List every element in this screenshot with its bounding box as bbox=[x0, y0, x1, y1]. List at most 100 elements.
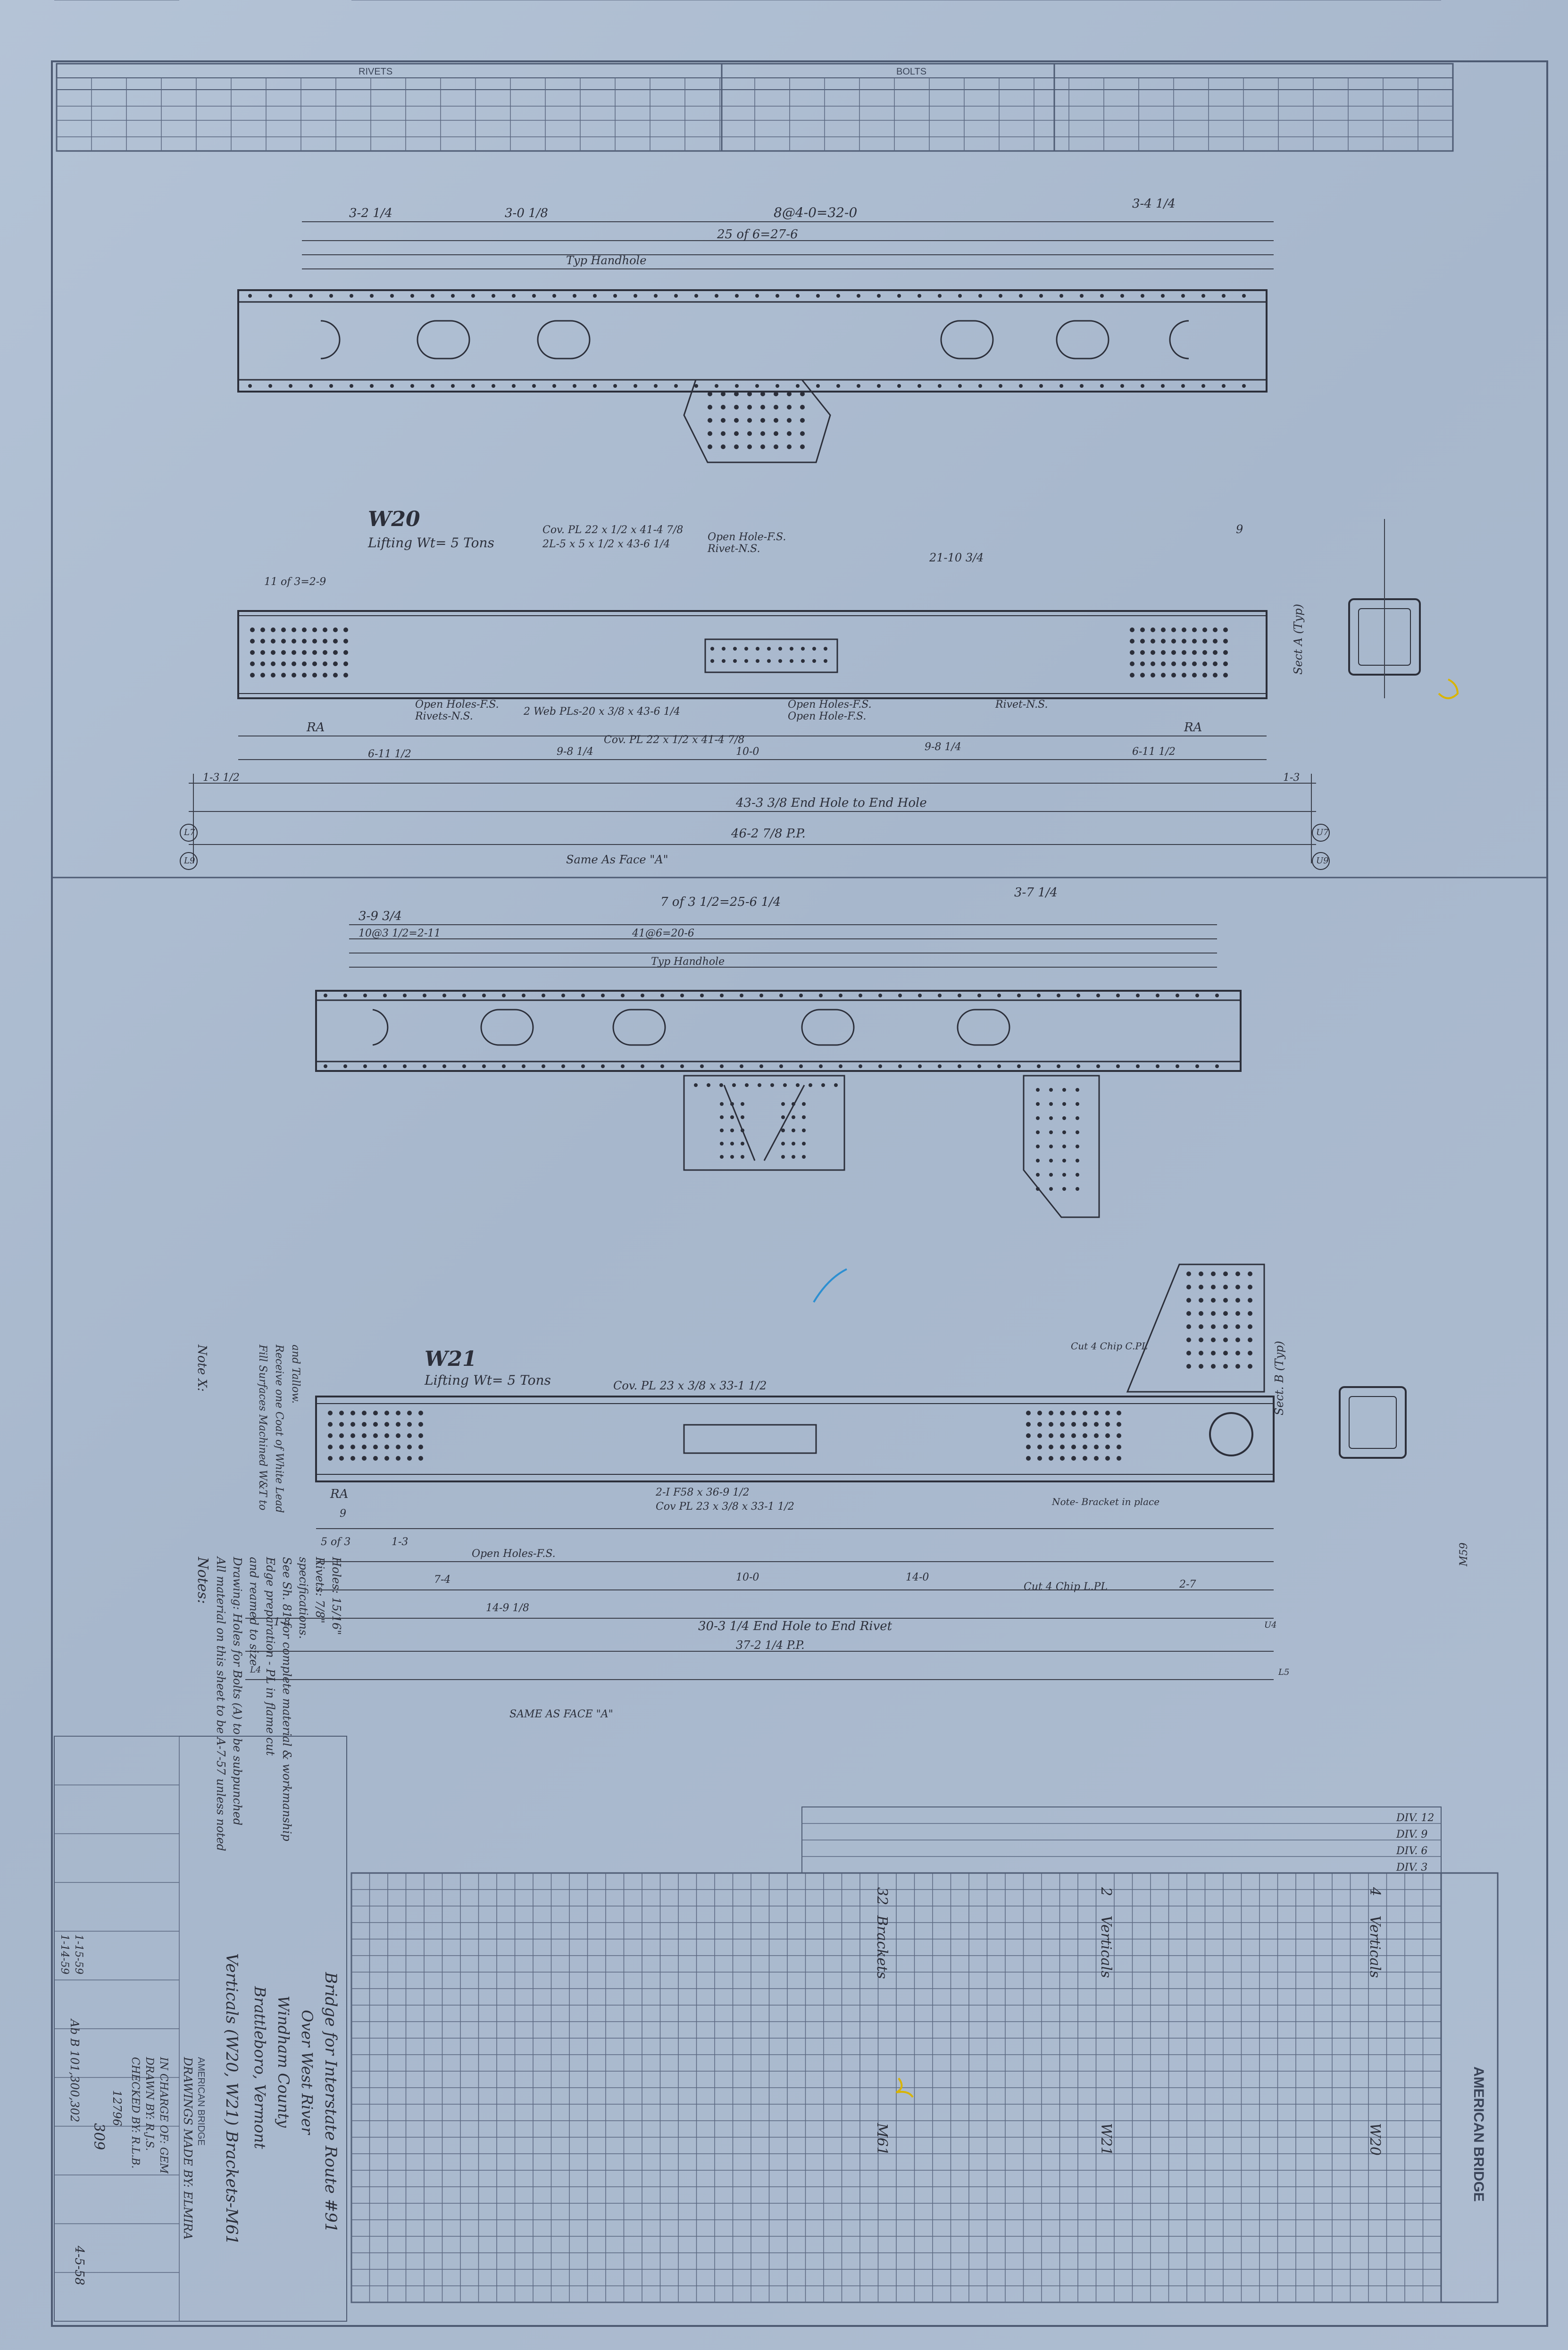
rivet-dot bbox=[370, 294, 374, 298]
rivet-dot bbox=[819, 994, 823, 997]
rivet-dot bbox=[350, 1433, 355, 1438]
v2-note-5: Cut 4 Chip C.PL bbox=[1071, 1340, 1148, 1352]
rivet-dot bbox=[1181, 294, 1185, 298]
rivet-dot bbox=[451, 384, 455, 388]
rivet-dot bbox=[522, 994, 525, 997]
rivet-dot bbox=[1060, 1422, 1065, 1427]
rivet-dot bbox=[744, 659, 748, 663]
rivet-dot bbox=[792, 1102, 795, 1106]
rivet-dot bbox=[1182, 627, 1186, 632]
v1-marker-u7: U7 bbox=[1316, 828, 1329, 837]
rivet-dot bbox=[730, 1155, 734, 1159]
rivet-dot bbox=[250, 661, 255, 666]
notes-line-7: Holes: 15/16" bbox=[330, 1556, 343, 1635]
rivet-dot bbox=[363, 994, 367, 997]
v2-note-4: Note- Bracket in place bbox=[1051, 1496, 1159, 1507]
rivet-dot bbox=[958, 994, 961, 997]
rivet-dot bbox=[1161, 627, 1166, 632]
rivet-dot bbox=[1083, 1445, 1087, 1449]
rivet-dot bbox=[593, 384, 597, 388]
rivet-dot bbox=[1105, 1422, 1110, 1427]
rivet-dot bbox=[1248, 1324, 1252, 1329]
v2-handhole: Typ Handhole bbox=[651, 956, 725, 968]
rivet-dot bbox=[1094, 1433, 1099, 1438]
rivet-dot bbox=[343, 1064, 347, 1068]
rivet-dot bbox=[722, 647, 726, 651]
header-column-lines bbox=[56, 78, 1418, 151]
rivet-dot bbox=[1117, 1456, 1121, 1461]
rivet-dot bbox=[938, 384, 942, 388]
rivet-dot bbox=[1202, 627, 1207, 632]
rivet-dot bbox=[734, 405, 739, 410]
rivet-dot bbox=[1235, 1324, 1240, 1329]
rivet-dot bbox=[601, 994, 605, 997]
row-0-qty: 4 bbox=[1367, 1887, 1383, 1896]
rivet-dot bbox=[1161, 661, 1166, 666]
rivet-dot bbox=[462, 994, 466, 997]
rivet-dot bbox=[1235, 1364, 1240, 1369]
rivet-dot bbox=[1186, 1298, 1191, 1303]
rivet-dot bbox=[410, 294, 414, 298]
v1-dim-a: 3-2 1/4 bbox=[349, 206, 392, 220]
v2-dim-f: 9 bbox=[340, 1508, 346, 1520]
rivet-dot bbox=[744, 647, 748, 651]
rivet-dot bbox=[1223, 1338, 1228, 1342]
v2-dim-a: 3-9 3/4 bbox=[359, 909, 402, 923]
rivet-dot bbox=[787, 418, 792, 423]
rivet-dot bbox=[471, 294, 475, 298]
rivet-dot bbox=[362, 1456, 367, 1461]
rivet-dot bbox=[260, 661, 265, 666]
rivet-dot bbox=[323, 627, 327, 632]
rivet-dot bbox=[1195, 994, 1199, 997]
rivet-dot bbox=[260, 673, 265, 677]
rivet-dot bbox=[1235, 1298, 1240, 1303]
rivet-dot bbox=[343, 661, 348, 666]
rivet-dot bbox=[1171, 673, 1176, 677]
rivet-dot bbox=[1094, 1456, 1099, 1461]
rivet-dot bbox=[1201, 384, 1205, 388]
rivet-dot bbox=[350, 1411, 355, 1415]
rivet-dot bbox=[774, 431, 778, 436]
rivet-dot bbox=[760, 392, 765, 396]
rivet-dot bbox=[918, 994, 922, 997]
tb-order-no: 12796 bbox=[110, 2090, 124, 2126]
rivet-dot bbox=[1192, 661, 1197, 666]
rivet-dot bbox=[634, 294, 637, 298]
rivet-dot bbox=[747, 444, 752, 449]
row-1-desc: Verticals bbox=[1098, 1915, 1114, 1978]
rivet-dot bbox=[720, 1142, 724, 1146]
rivet-dot bbox=[384, 1456, 389, 1461]
v1-handhole: Typ Handhole bbox=[566, 254, 646, 267]
rivet-dot bbox=[721, 431, 726, 436]
v2-member-label: W21 bbox=[425, 1347, 477, 1371]
notes-line-4: See Sh. 81 for complete material & workm… bbox=[280, 1557, 293, 1841]
rivet-dot bbox=[271, 627, 275, 632]
rivet-dot bbox=[1026, 1411, 1031, 1415]
rivet-dot bbox=[1036, 1088, 1040, 1092]
rivet-dot bbox=[741, 1155, 744, 1159]
rivet-dot bbox=[1062, 1102, 1066, 1106]
rivet-dot bbox=[802, 1142, 806, 1146]
rivet-dot bbox=[383, 994, 387, 997]
rivet-dot bbox=[343, 639, 348, 644]
rivet-dot bbox=[1071, 1433, 1076, 1438]
rivet-dot bbox=[1186, 1311, 1191, 1316]
rivet-dot bbox=[719, 1083, 723, 1087]
project-line-4: Verticals (W20, W21) Brackets-M61 bbox=[222, 1953, 241, 2245]
rivet-dot bbox=[774, 444, 778, 449]
rivet-dot bbox=[792, 1142, 795, 1146]
v2-pp: 37-2 1/4 P.P. bbox=[736, 1639, 805, 1652]
rivet-dot bbox=[343, 994, 347, 997]
rivet-dot bbox=[302, 639, 307, 644]
rivet-dot bbox=[302, 661, 307, 666]
rivet-dot bbox=[271, 673, 275, 677]
rivet-dot bbox=[1171, 661, 1176, 666]
notes-line-1: Drawing: Holes for Bolts (A) to be subpu… bbox=[231, 1556, 244, 1825]
rivet-dot bbox=[1036, 1116, 1040, 1120]
rivet-dot bbox=[1059, 384, 1063, 388]
v1-dim-c: 3-4 1/4 bbox=[1132, 197, 1176, 211]
rivet-dot bbox=[593, 294, 597, 298]
company-name: AMERICAN BRIDGE bbox=[1471, 2066, 1486, 2202]
rivet-dot bbox=[878, 1064, 882, 1068]
rivet-dot bbox=[281, 627, 286, 632]
